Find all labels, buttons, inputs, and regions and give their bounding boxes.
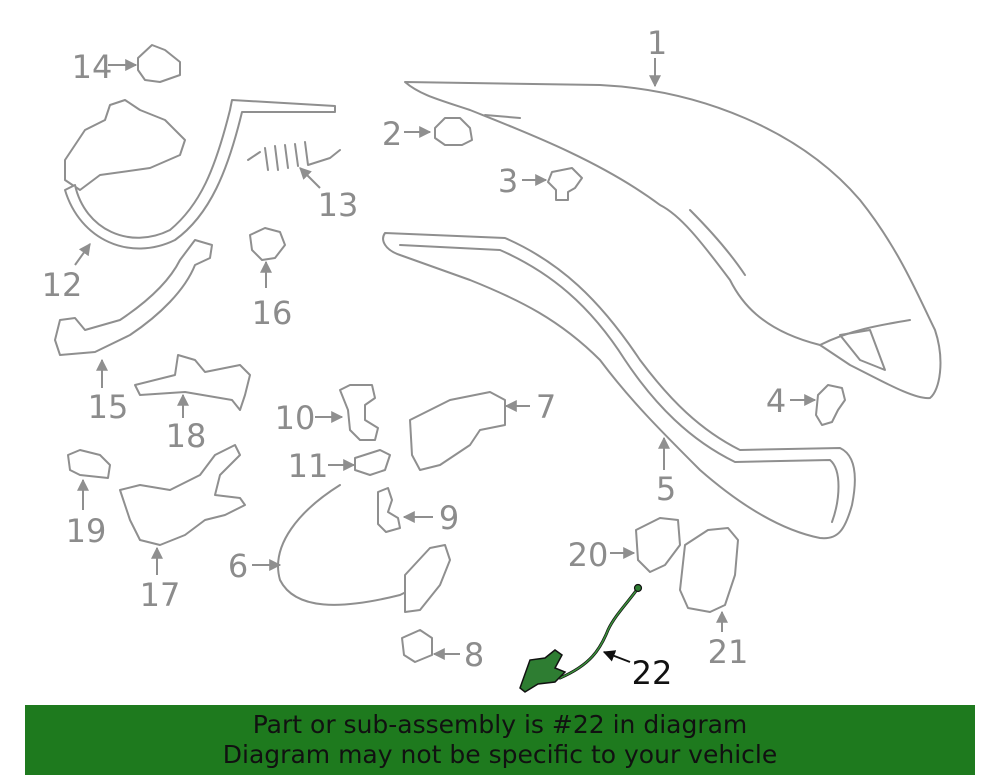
part-21-module <box>679 527 739 613</box>
leader-22 <box>602 650 631 663</box>
part-3-bumper <box>547 167 583 201</box>
banner-line-2: Diagram may not be specific to your vehi… <box>222 740 778 769</box>
part-8-cap <box>401 629 433 663</box>
leader-12 <box>74 243 91 266</box>
callout-10: 10 <box>275 399 316 437</box>
part-11-clip <box>354 449 391 476</box>
callout-14: 14 <box>72 48 113 86</box>
callout-5: 5 <box>656 470 676 508</box>
callout-15: 15 <box>88 388 129 426</box>
part-4-stop <box>815 384 846 426</box>
part-17-latch <box>119 444 246 546</box>
callout-2: 2 <box>382 115 402 153</box>
callout-6: 6 <box>228 547 248 585</box>
part-14-bracket <box>137 44 181 83</box>
callout-8: 8 <box>464 636 484 674</box>
part-7-cover <box>409 391 506 471</box>
part-15-hinge-arm <box>54 239 213 356</box>
part-22-release-cable <box>519 583 643 693</box>
callout-18: 18 <box>166 417 207 455</box>
parts-diagram: 1 2 3 4 5 6 7 8 9 10 11 12 13 14 15 16 1… <box>42 24 942 693</box>
callout-3: 3 <box>498 162 518 200</box>
part-9-bolt <box>377 487 401 533</box>
callout-21: 21 <box>708 633 749 671</box>
callout-13: 13 <box>318 186 359 224</box>
part-6-cable <box>277 484 411 606</box>
callout-1: 1 <box>647 24 667 62</box>
part-13-spring <box>247 141 341 171</box>
leader-13 <box>299 167 321 189</box>
callout-22: 22 <box>632 654 673 692</box>
callout-7: 7 <box>536 388 556 426</box>
callout-11: 11 <box>288 447 329 485</box>
callout-19: 19 <box>66 512 107 550</box>
callout-17: 17 <box>140 576 181 614</box>
part-lock-cylinder <box>404 544 451 613</box>
banner-line-1: Part or sub-assembly is #22 in diagram <box>252 710 748 739</box>
part-19-bracket <box>67 449 111 479</box>
part-10-actuator <box>339 384 379 441</box>
callout-16: 16 <box>252 294 293 332</box>
callout-20: 20 <box>568 536 609 574</box>
callout-4: 4 <box>766 382 786 420</box>
part-5-seal <box>382 232 856 540</box>
part-16-pad <box>249 227 286 261</box>
part-20-switch <box>635 517 681 573</box>
part-12-hinge <box>64 99 336 250</box>
part-18-bracket <box>134 354 251 411</box>
info-banner: Part or sub-assembly is #22 in diagram D… <box>25 705 975 775</box>
callout-9: 9 <box>439 499 459 537</box>
part-2-clip <box>434 117 473 146</box>
part-1-trunk-lid <box>404 81 942 400</box>
callout-12: 12 <box>42 266 83 304</box>
